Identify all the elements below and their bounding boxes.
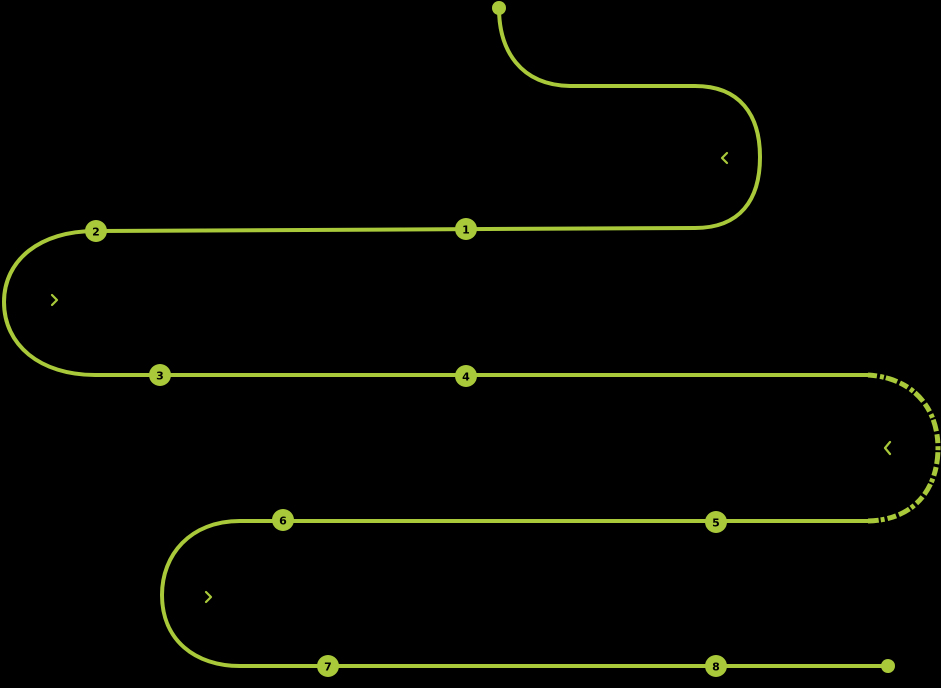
chevron-left-icon <box>720 151 729 165</box>
svg-text:1: 1 <box>462 224 470 237</box>
chevron-left-icon <box>883 440 892 456</box>
roadmap-path-rough-turn <box>867 372 941 524</box>
svg-text:8: 8 <box>712 661 720 674</box>
svg-text:4: 4 <box>462 371 470 384</box>
step-node-2[interactable]: 2 <box>85 220 107 242</box>
step-node-7[interactable]: 7 <box>317 655 339 677</box>
roadmap-path-lower <box>160 519 890 668</box>
step-node-3[interactable]: 3 <box>149 364 171 386</box>
step-node-6[interactable]: 6 <box>272 509 294 531</box>
svg-text:6: 6 <box>279 515 287 528</box>
step-node-8[interactable]: 8 <box>705 655 727 677</box>
svg-text:7: 7 <box>324 661 332 674</box>
step-node-1[interactable]: 1 <box>455 218 477 240</box>
svg-text:3: 3 <box>156 370 164 383</box>
svg-text:5: 5 <box>712 517 720 530</box>
step-node-5[interactable]: 5 <box>705 511 727 533</box>
step-node-4[interactable]: 4 <box>455 365 477 387</box>
chevron-right-icon <box>204 590 213 604</box>
start-dot <box>492 1 506 15</box>
roadmap-path <box>2 6 870 377</box>
end-dot <box>881 659 895 673</box>
chevron-right-icon <box>50 293 59 307</box>
svg-text:2: 2 <box>92 226 100 239</box>
